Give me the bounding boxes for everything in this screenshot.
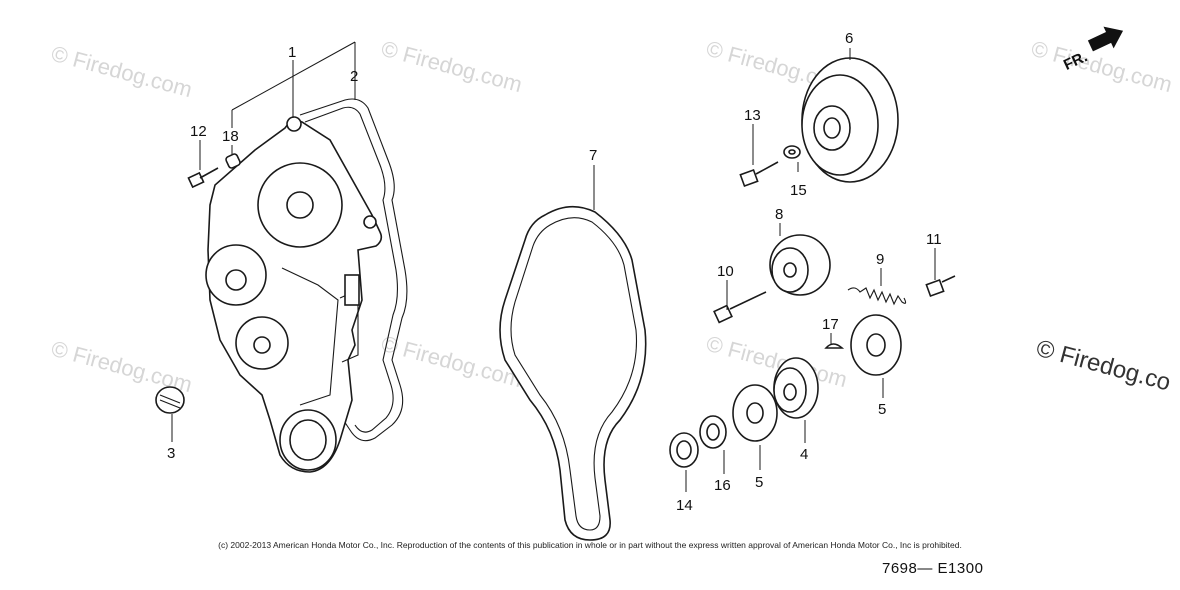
- copyright-notice: (c) 2002-2013 American Honda Motor Co., …: [218, 540, 962, 550]
- oil-filler-cap: [155, 386, 185, 414]
- callout-2: 2: [350, 68, 358, 85]
- collar-18: [225, 153, 241, 169]
- arrow-right-icon: [1087, 26, 1124, 52]
- callout-8: 8: [775, 206, 783, 223]
- callout-5-upper: 5: [878, 401, 886, 418]
- cover-gasket-inner: [304, 106, 399, 433]
- guide-plate: [732, 384, 778, 442]
- bolt-11: [925, 275, 956, 298]
- callout-12: 12: [190, 123, 207, 140]
- callout-5-lower: 5: [755, 474, 763, 491]
- callout-1: 1: [288, 44, 296, 61]
- tensioner-spring: [847, 287, 907, 306]
- watermark: © Firedog.com: [379, 36, 525, 98]
- callout-13: 13: [744, 107, 761, 124]
- callout-4: 4: [800, 446, 808, 463]
- crankshaft-pulley: [773, 357, 819, 419]
- washer-16: [699, 415, 727, 449]
- woodruff-key: [824, 343, 845, 349]
- callout-17: 17: [822, 316, 839, 333]
- callout-7: 7: [589, 147, 597, 164]
- callout-6: 6: [845, 30, 853, 47]
- callout-11: 11: [926, 231, 942, 248]
- callout-9: 9: [876, 251, 884, 268]
- bolt-12: [187, 167, 219, 189]
- callout-18: 18: [222, 128, 239, 145]
- callout-labels: 1 2 12 18 3 7 6 13 15 8 10 9 11 17 5 4 5…: [167, 30, 942, 514]
- watermark-large: © Firedog.co: [1033, 335, 1173, 397]
- bolt-10: [713, 291, 767, 324]
- cover-gasket: [299, 98, 408, 442]
- diagram-code: 7698— E1300: [882, 560, 984, 577]
- watermark: © Firedog.com: [49, 41, 195, 103]
- oil-seal: [669, 432, 699, 468]
- callout-15: 15: [790, 182, 807, 199]
- callout-16: 16: [714, 477, 731, 494]
- tensioner-pulley: [769, 234, 831, 296]
- timing-belt: [499, 205, 647, 541]
- camshaft-pulley: [801, 57, 899, 183]
- leader-lines: [171, 41, 936, 492]
- callout-14: 14: [676, 497, 693, 514]
- bolt-13: [739, 161, 779, 188]
- callout-10: 10: [717, 263, 734, 280]
- guide-plate: [850, 314, 902, 376]
- timing-belt-cover: [205, 116, 383, 473]
- washer-15: [783, 145, 801, 159]
- callout-3: 3: [167, 445, 175, 462]
